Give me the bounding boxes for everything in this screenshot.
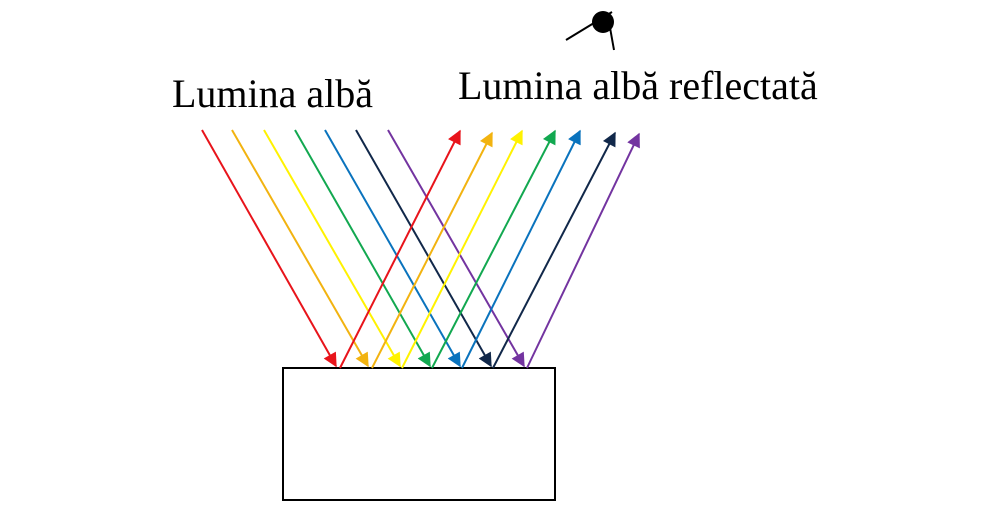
reflected-ray-blue (461, 129, 581, 369)
reflected-ray-orange (371, 131, 493, 369)
incident-ray-green (294, 129, 431, 368)
incident-ray-blue (324, 129, 461, 368)
incident-ray-orange (231, 129, 369, 368)
incident-light-label: Lumina albă (172, 71, 374, 116)
incident-ray-violet (387, 129, 525, 368)
incident-ray-dark-blue (355, 129, 492, 368)
reflected-ray-yellow (401, 129, 523, 369)
incident-rays (201, 129, 525, 368)
incident-ray-yellow (263, 129, 401, 368)
reflected-light-label: Lumina albă reflectată (458, 63, 818, 108)
reflected-ray-green (431, 129, 556, 369)
reflecting-surface (282, 367, 556, 501)
eye-icon (565, 11, 615, 51)
reflected-ray-violet (526, 132, 640, 369)
reflected-ray-dark-blue (492, 131, 616, 369)
reflected-rays (339, 129, 640, 369)
reflected-ray-red (339, 129, 461, 369)
incident-ray-red (201, 129, 337, 368)
